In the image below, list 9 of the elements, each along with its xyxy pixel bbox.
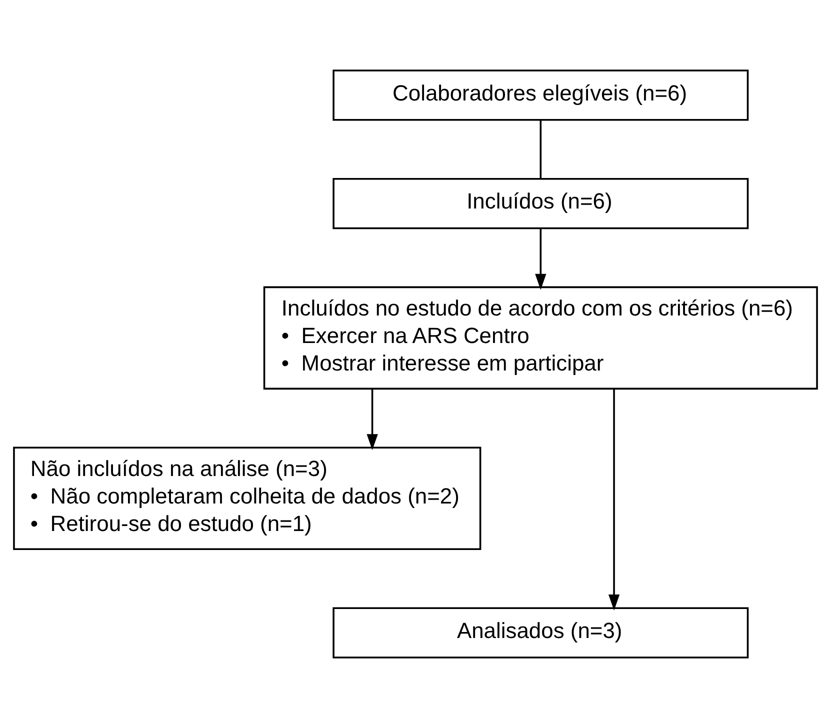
node-box: Colaboradores elegíveis (n=6) [332, 69, 749, 120]
node-box: Incluídos no estudo de acordo com os critérios (n=6) • Exercer na ARS Centro • Mostrar interesse em participar [263, 286, 818, 390]
node-box: Incluídos (n=6) [332, 177, 749, 229]
node-box: Não incluídos na análise (n=3) • Não completaram colheita de dados (n=2) • Retirou-se do estudo (n=1) [13, 446, 482, 550]
arrow [535, 228, 546, 290]
arrow [608, 388, 620, 610]
connector [540, 120, 542, 178]
arrow [366, 388, 378, 450]
node-box: Analisados (n=3) [332, 606, 749, 658]
